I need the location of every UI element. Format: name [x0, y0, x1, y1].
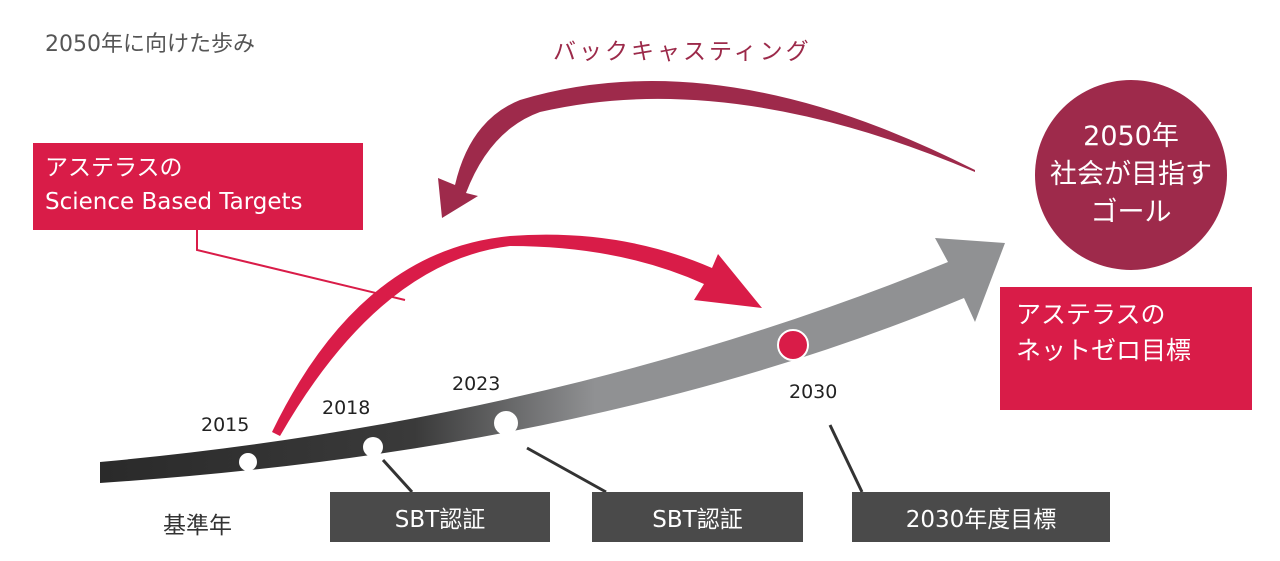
dot-2018 [363, 437, 383, 457]
milestone-sbt-2018: SBT認証 [330, 492, 550, 542]
sbt-arrow [272, 234, 762, 436]
year-2023: 2023 [452, 373, 501, 395]
dot-2023 [494, 411, 518, 435]
milestone-sbt-2023: SBT認証 [592, 492, 803, 542]
backcasting-label: バックキャスティング [553, 39, 812, 65]
sbt-box: アステラスの Science Based Targets [33, 143, 363, 230]
dot-2015 [239, 453, 257, 471]
page-title: 2050年に向けた歩み [45, 32, 255, 57]
netzero-box: アステラスの ネットゼロ目標 [1000, 287, 1252, 410]
connector-2023 [526, 446, 607, 494]
goal-line3: ゴール [1090, 197, 1172, 228]
goal-line1: 2050年 [1083, 121, 1179, 152]
dot-2030 [777, 329, 809, 361]
milestone-2030-target: 2030年度目標 [852, 492, 1110, 542]
netzero-line1: アステラスの [1016, 300, 1166, 329]
year-2018: 2018 [322, 397, 371, 419]
sbt-box-line1: アステラスの [45, 155, 183, 181]
sbt-box-line2: Science Based Targets [45, 189, 303, 215]
connector-2018 [381, 458, 414, 494]
sbt-connector-line [196, 230, 406, 301]
year-2015: 2015 [201, 414, 250, 436]
netzero-line2: ネットゼロ目標 [1016, 336, 1192, 365]
timeline-arrow [100, 238, 1005, 483]
goal-line2: 社会が目指す [1050, 159, 1212, 190]
goal-circle: 2050年 社会が目指す ゴール [1035, 80, 1227, 270]
connector-2030 [828, 424, 864, 493]
year-2030: 2030 [789, 381, 838, 403]
base-year-label: 基準年 [163, 513, 232, 539]
backcasting-arrow [438, 81, 975, 218]
